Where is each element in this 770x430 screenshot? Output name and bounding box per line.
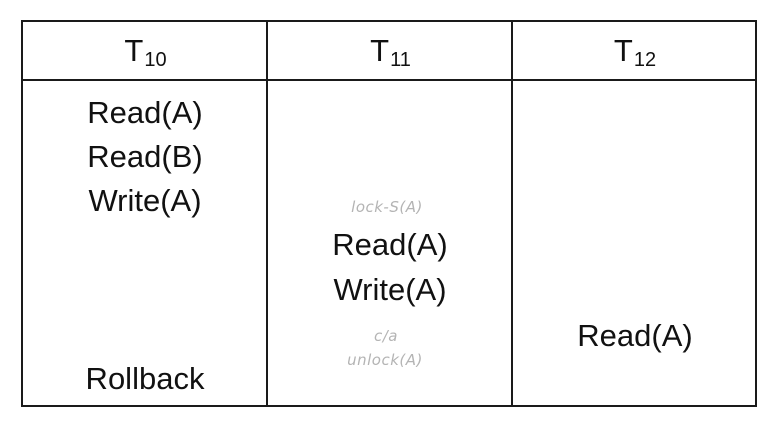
t11-note-unlock: unlock(A)	[347, 351, 423, 369]
t10-op-write-a: Write(A)	[88, 183, 202, 218]
t11-op-write-a: Write(A)	[333, 272, 447, 307]
header-subscript: 11	[390, 48, 411, 71]
t12-op-read-a: Read(A)	[577, 318, 693, 353]
header-subscript: 12	[633, 48, 657, 71]
header-subscript: 10	[144, 48, 167, 71]
t11-op-read-a: Read(A)	[332, 227, 448, 262]
header-divider	[23, 79, 755, 81]
t10-op-rollback: Rollback	[85, 361, 205, 396]
header-letter: T	[613, 33, 633, 68]
header-letter: T	[124, 33, 144, 68]
header-letter: T	[370, 33, 390, 68]
t11-note-lock: lock-S(A)	[351, 198, 423, 216]
t10-op-read-a: Read(A)	[87, 95, 203, 130]
column-divider	[266, 22, 268, 405]
column-divider	[511, 22, 513, 405]
t11-note-ca: c/a	[374, 327, 398, 345]
t10-op-read-b: Read(B)	[87, 139, 203, 174]
